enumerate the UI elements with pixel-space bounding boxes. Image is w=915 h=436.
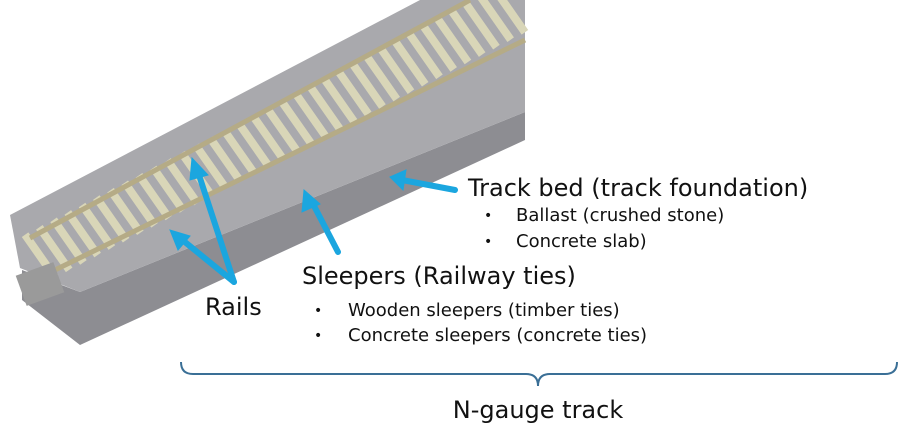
arrow-sleepers xyxy=(309,199,341,255)
sleeper xyxy=(192,143,230,191)
sleeper xyxy=(420,24,457,72)
sleeper xyxy=(36,224,73,273)
rails-label: Rails xyxy=(205,293,262,321)
sleeper xyxy=(107,187,144,236)
arrow-rails-2 xyxy=(177,235,237,285)
sleepers-item: Wooden sleepers (timber ties) xyxy=(348,300,620,321)
sleeper xyxy=(121,180,158,228)
sleeper xyxy=(149,165,187,213)
sleeper xyxy=(449,9,486,57)
arrowhead xyxy=(189,156,209,181)
bullet: • xyxy=(484,234,493,250)
sleeper xyxy=(477,0,514,43)
sleeper xyxy=(206,135,244,184)
brace xyxy=(180,361,898,387)
sleeper xyxy=(406,31,443,80)
sleeper xyxy=(363,54,401,102)
track-bed-label: Track bed (track foundation) xyxy=(468,174,809,202)
sleeper xyxy=(221,128,258,176)
sleeper xyxy=(78,202,116,250)
sleeper xyxy=(249,113,287,161)
sleeper xyxy=(278,98,315,146)
sleeper xyxy=(235,121,272,169)
sleeper xyxy=(64,210,101,258)
track-bed-face xyxy=(22,112,525,345)
bullet: • xyxy=(314,328,323,344)
sleeper xyxy=(93,195,130,243)
arrowhead xyxy=(169,229,191,251)
sleeper xyxy=(50,217,87,265)
sleeper xyxy=(135,173,173,221)
track-bed-item: Concrete slab) xyxy=(516,231,647,252)
arrow-track-bed xyxy=(399,177,458,193)
sleeper xyxy=(491,0,529,35)
rail xyxy=(28,0,472,241)
sleeper xyxy=(377,46,415,94)
sleeper xyxy=(292,91,329,139)
sleeper xyxy=(164,158,201,206)
rail xyxy=(53,37,527,273)
arrowhead xyxy=(389,169,407,192)
arrow-rails-1 xyxy=(195,169,237,285)
sleepers-label: Sleepers (Railway ties) xyxy=(302,262,576,290)
sleeper xyxy=(320,76,358,124)
rail-joiner xyxy=(15,262,65,306)
n-gauge-label: N-gauge track xyxy=(452,396,624,424)
bullet: • xyxy=(314,303,323,319)
sleeper xyxy=(349,61,386,109)
arrowhead xyxy=(301,188,321,213)
bullet: • xyxy=(484,208,493,224)
sleeper xyxy=(434,17,472,65)
sleeper xyxy=(392,39,429,87)
sleepers-item: Concrete sleepers (concrete ties) xyxy=(348,325,648,346)
sleeper xyxy=(263,106,301,154)
sleeper xyxy=(306,83,344,132)
sleeper xyxy=(463,2,500,50)
track-bed-item: Ballast (crushed stone) xyxy=(516,205,725,226)
sleeper xyxy=(335,69,372,117)
